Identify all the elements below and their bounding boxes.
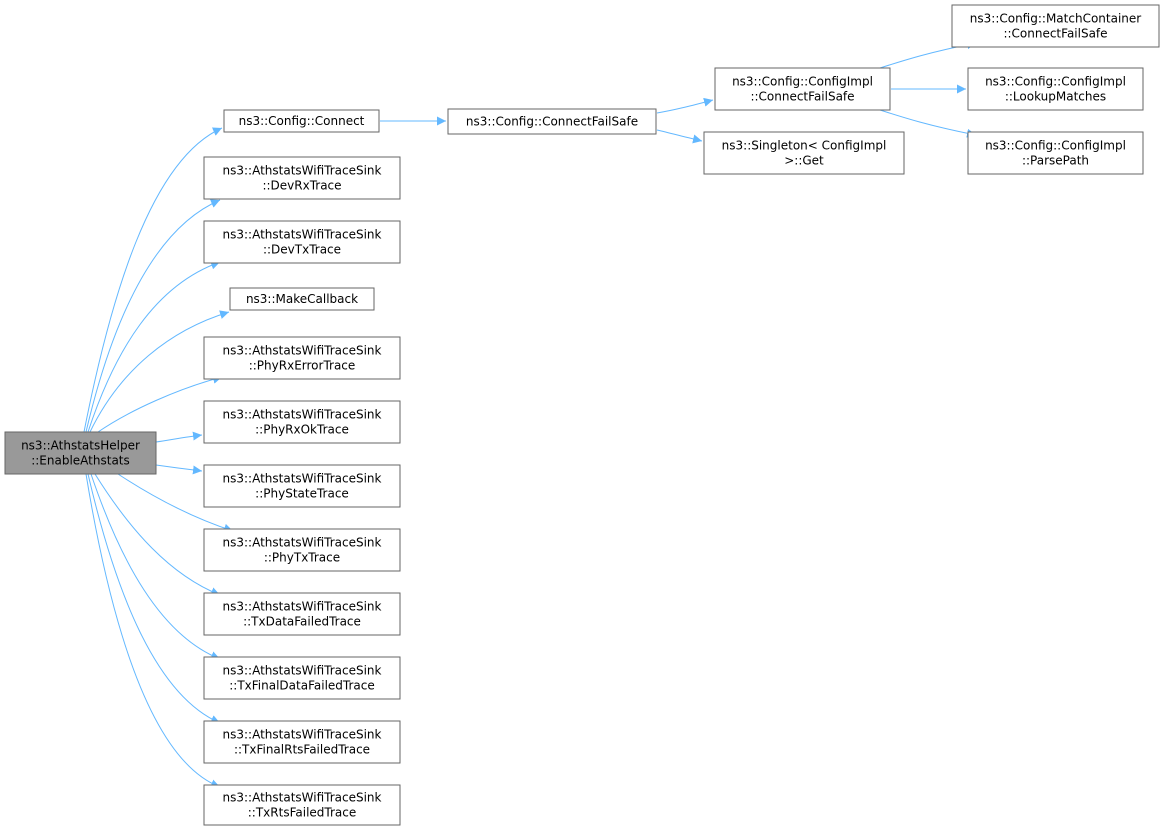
edge-root-to-devrx [85, 199, 221, 433]
node-label: ns3::AthstatsWifiTraceSink [223, 728, 382, 742]
node-label: ns3::Config::ConnectFailSafe [466, 115, 638, 129]
node-box [223, 109, 380, 133]
node-label: ns3::Config::ConfigImpl [732, 75, 873, 89]
node-box [703, 131, 905, 175]
node-cfs[interactable]: ns3::Config::ConnectFailSafe [447, 108, 657, 135]
node-box [229, 287, 375, 311]
node-txfinalrts[interactable]: ns3::AthstatsWifiTraceSink::TxFinalRtsFa… [203, 720, 401, 764]
node-phystate[interactable]: ns3::AthstatsWifiTraceSink::PhyStateTrac… [203, 464, 401, 508]
node-label: ns3::AthstatsWifiTraceSink [223, 664, 382, 678]
node-box [203, 156, 401, 200]
node-label: ::PhyRxOkTrace [255, 423, 349, 437]
node-txfinaldata[interactable]: ns3::AthstatsWifiTraceSink::TxFinalDataF… [203, 656, 401, 700]
node-box [203, 656, 401, 700]
node-connect[interactable]: ns3::Config::Connect [223, 109, 380, 133]
edge-root-to-phyrxok [155, 431, 203, 443]
node-label: ns3::AthstatsWifiTraceSink [223, 164, 382, 178]
node-label: ns3::AthstatsHelper [21, 439, 140, 453]
edge-root-to-connect [83, 127, 223, 433]
node-label: ::DevTxTrace [263, 243, 341, 257]
edge-root-to-phystate [155, 464, 203, 475]
node-box [447, 108, 657, 135]
node-label: ns3::Config::ConfigImpl [985, 75, 1126, 89]
edge-root-to-txrts [85, 473, 221, 788]
node-label: ::EnableAthstats [31, 454, 130, 468]
node-label: >::Get [784, 154, 824, 168]
node-label: ::ConnectFailSafe [750, 90, 854, 104]
node-box [951, 4, 1160, 48]
node-box [4, 431, 157, 475]
node-box [203, 400, 401, 444]
node-label: ns3::AthstatsWifiTraceSink [223, 408, 382, 422]
node-label: ::ParsePath [1022, 154, 1089, 168]
node-label: ns3::Singleton< ConfigImpl [722, 139, 887, 153]
node-label: ns3::AthstatsWifiTraceSink [223, 600, 382, 614]
node-box [714, 67, 891, 111]
node-label: ::TxRtsFailedTrace [248, 806, 356, 820]
node-box [203, 592, 401, 636]
node-txdata[interactable]: ns3::AthstatsWifiTraceSink::TxDataFailed… [203, 592, 401, 636]
node-box [967, 131, 1144, 175]
node-singleton[interactable]: ns3::Singleton< ConfigImpl>::Get [703, 131, 905, 175]
node-label: ::ConnectFailSafe [1003, 27, 1107, 41]
node-label: ::TxDataFailedTrace [243, 615, 361, 629]
node-lookup[interactable]: ns3::Config::ConfigImpl::LookupMatches [967, 67, 1144, 111]
node-txrts[interactable]: ns3::AthstatsWifiTraceSink::TxRtsFailedT… [203, 784, 401, 826]
edge-root-to-txfinalrts [87, 473, 221, 724]
node-label: ::PhyRxErrorTrace [249, 359, 356, 373]
node-label: ns3::AthstatsWifiTraceSink [223, 536, 382, 550]
node-label: ns3::Config::Connect [239, 114, 365, 128]
node-label: ::TxFinalRtsFailedTrace [234, 743, 370, 757]
node-label: ::PhyTxTrace [264, 551, 340, 565]
node-phyrxok[interactable]: ns3::AthstatsWifiTraceSink::PhyRxOkTrace [203, 400, 401, 444]
node-matchcfs[interactable]: ns3::Config::MatchContainer::ConnectFail… [951, 4, 1160, 48]
node-box [967, 67, 1144, 111]
node-phyrxerr[interactable]: ns3::AthstatsWifiTraceSink::PhyRxErrorTr… [203, 336, 401, 380]
edge-implcfs-to-parse [879, 109, 977, 138]
nodes: ns3::AthstatsHelper::EnableAthstatsns3::… [4, 4, 1160, 826]
node-label: ns3::AthstatsWifiTraceSink [223, 344, 382, 358]
node-label: ns3::AthstatsWifiTraceSink [223, 472, 382, 486]
node-box [203, 464, 401, 508]
node-label: ::LookupMatches [1005, 90, 1106, 104]
node-box [203, 720, 401, 764]
node-root[interactable]: ns3::AthstatsHelper::EnableAthstats [4, 431, 157, 475]
node-label: ns3::Config::ConfigImpl [985, 139, 1126, 153]
edge-cfs-to-implcfs [656, 97, 714, 114]
node-label: ns3::MakeCallback [246, 292, 358, 306]
node-label: ::DevRxTrace [262, 179, 341, 193]
node-label: ns3::AthstatsWifiTraceSink [223, 228, 382, 242]
edge-root-to-phytx [117, 473, 234, 533]
node-phytx[interactable]: ns3::AthstatsWifiTraceSink::PhyTxTrace [203, 528, 401, 572]
node-implcfs[interactable]: ns3::Config::ConfigImpl::ConnectFailSafe [714, 67, 891, 111]
node-makecb[interactable]: ns3::MakeCallback [229, 287, 375, 311]
node-label: ::PhyStateTrace [255, 487, 349, 501]
node-box [203, 784, 401, 826]
node-label: ns3::AthstatsWifiTraceSink [223, 791, 382, 805]
edge-root-to-txdata [94, 473, 221, 596]
node-parse[interactable]: ns3::Config::ConfigImpl::ParsePath [967, 131, 1144, 175]
edge-root-to-txfinaldata [90, 473, 221, 660]
edge-root-to-makecb [89, 310, 230, 433]
node-box [203, 336, 401, 380]
edge-root-to-devtx [87, 260, 221, 433]
node-box [203, 220, 401, 264]
edge-root-to-phyrxerr [97, 374, 223, 433]
node-devtx[interactable]: ns3::AthstatsWifiTraceSink::DevTxTrace [203, 220, 401, 264]
node-box [203, 528, 401, 572]
node-label: ns3::Config::MatchContainer [970, 12, 1141, 26]
node-devrx[interactable]: ns3::AthstatsWifiTraceSink::DevRxTrace [203, 156, 401, 200]
edge-cfs-to-singleton [656, 129, 703, 144]
node-label: ::TxFinalDataFailedTrace [229, 679, 374, 693]
edges [83, 40, 977, 788]
